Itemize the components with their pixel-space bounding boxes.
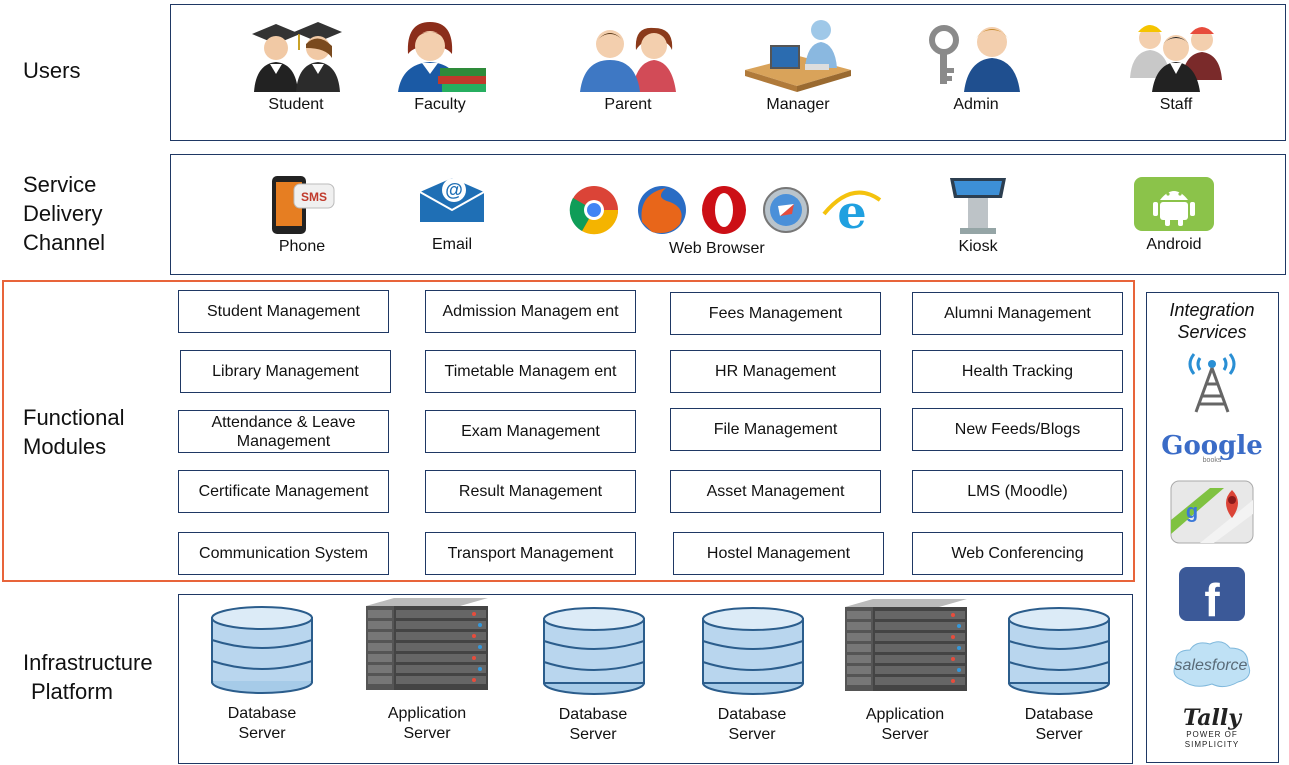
module-box: Student Management <box>178 290 389 333</box>
firefox-icon <box>638 186 686 234</box>
module-box: New Feeds/Blogs <box>912 408 1123 451</box>
user-label: Parent <box>604 96 652 113</box>
database-icon <box>1008 607 1110 695</box>
svg-text:salesforce: salesforce <box>1175 657 1248 674</box>
channel-label: Phone <box>278 238 326 255</box>
module-box: Certificate Management <box>178 470 389 513</box>
email-icon: @ <box>419 178 485 222</box>
server-rack-icon <box>366 598 488 690</box>
module-box: Result Management <box>425 470 636 513</box>
row-label-users: Users <box>23 58 81 83</box>
internet-explorer-icon: e <box>822 185 882 239</box>
module-box: Admission Managem ent <box>425 290 636 333</box>
channel-email: @ Email <box>412 172 492 254</box>
module-box: Asset Management <box>670 470 881 513</box>
google-maps-icon: g <box>1170 480 1254 544</box>
module-box: Transport Management <box>425 532 636 575</box>
wireless-tower-icon <box>1188 353 1236 413</box>
svg-text:@: @ <box>445 180 463 200</box>
module-box: Web Conferencing <box>912 532 1123 575</box>
chrome-icon <box>569 186 619 235</box>
database-icon <box>211 606 313 694</box>
module-box: Health Tracking <box>912 350 1123 393</box>
module-box: Timetable Managem ent <box>425 350 636 393</box>
staff-icon <box>1130 25 1222 92</box>
facebook-icon: f <box>1179 567 1245 622</box>
svg-text:books: books <box>1203 457 1222 464</box>
phone-icon: SMS <box>272 176 335 234</box>
android-icon <box>1134 177 1214 231</box>
web-browsers-icon: e <box>569 185 882 239</box>
users-panel <box>170 4 1286 141</box>
infrastructure-panel <box>178 594 1133 764</box>
svg-text:Google: Google <box>1161 431 1263 461</box>
opera-icon <box>702 186 746 234</box>
user-label: Staff <box>1159 96 1193 113</box>
functional-modules-highlight <box>2 280 1135 582</box>
google-books-logo: Google books <box>1156 430 1268 469</box>
module-box: Library Management <box>180 350 391 393</box>
safari-icon <box>763 187 809 233</box>
row-label-service-delivery: Service Delivery Channel <box>23 172 105 255</box>
channel-label: Email <box>431 236 472 253</box>
row-label-functional-modules: Functional Modules <box>23 405 125 459</box>
module-box: Fees Management <box>670 292 881 335</box>
database-icon <box>702 607 804 695</box>
user-faculty: Faculty <box>388 16 492 114</box>
svg-text:f: f <box>1204 574 1220 622</box>
user-manager: Manager <box>740 16 856 114</box>
svg-text:SMS: SMS <box>301 190 327 204</box>
database-icon <box>543 607 645 695</box>
module-box: Attendance & Leave Management <box>178 410 389 453</box>
user-admin: Admin <box>924 18 1028 114</box>
module-box: HR Management <box>670 350 881 393</box>
svg-text:g: g <box>1186 501 1198 523</box>
user-label: Admin <box>953 96 999 113</box>
user-label: Manager <box>766 96 830 113</box>
user-staff: Staff <box>1124 18 1228 114</box>
channel-android: Android <box>1132 176 1216 254</box>
channel-web-browser: e <box>566 184 886 241</box>
faculty-icon <box>398 22 486 92</box>
server-rack-icon <box>845 599 967 691</box>
channel-label: Kiosk <box>958 238 998 255</box>
module-box: LMS (Moodle) <box>912 470 1123 513</box>
student-icon <box>252 22 342 92</box>
user-parent: Parent <box>576 20 680 114</box>
module-box: Communication System <box>178 532 389 575</box>
manager-icon <box>745 20 851 92</box>
tally-logo: Tally POWER OF SIMPLICITY <box>1182 705 1242 749</box>
module-box: Exam Management <box>425 410 636 453</box>
salesforce-logo: salesforce <box>1173 641 1251 688</box>
row-label-infrastructure: Infrastructure Platform <box>23 650 153 704</box>
admin-icon <box>929 25 1020 92</box>
module-box: Alumni Management <box>912 292 1123 335</box>
channel-label: Android <box>1146 236 1202 253</box>
channel-phone: SMS Phone <box>262 172 342 256</box>
user-label: Student <box>268 96 324 113</box>
module-box: File Management <box>670 408 881 451</box>
kiosk-icon <box>950 178 1006 234</box>
module-box: Hostel Management <box>673 532 884 575</box>
user-student: Student <box>245 18 347 114</box>
channel-label: Web Browser <box>669 240 765 257</box>
parent-icon <box>580 27 676 92</box>
channel-kiosk: Kiosk <box>938 172 1018 256</box>
user-label: Faculty <box>414 96 466 113</box>
integration-title: Integration Services <box>1169 300 1255 342</box>
